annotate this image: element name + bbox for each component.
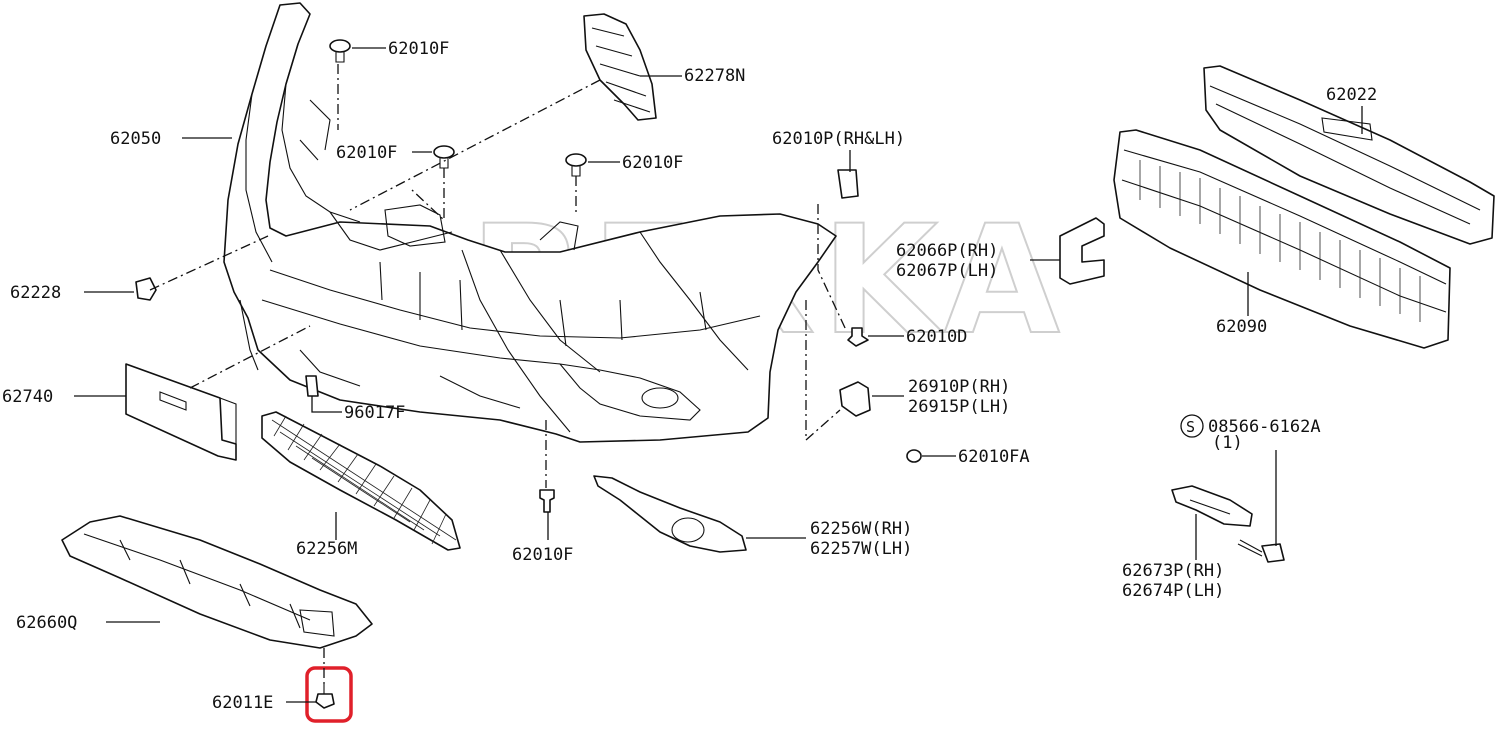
fog-lamp-trim-62256W[interactable] xyxy=(593,475,747,553)
label-62010F: 62010F xyxy=(336,143,397,163)
guide-line xyxy=(817,204,847,331)
label-62010D: 62010D xyxy=(906,327,967,347)
label-62740: 62740 xyxy=(2,387,53,407)
label-62050: 62050 xyxy=(110,129,161,149)
screw-62010D[interactable] xyxy=(847,327,869,347)
label-quantity: (1) xyxy=(1212,433,1243,453)
label-62278N: 62278N xyxy=(684,66,745,86)
guide-line xyxy=(189,325,311,389)
guide-line xyxy=(805,300,841,442)
label-62010F: 62010F xyxy=(388,39,449,59)
guide-line xyxy=(411,168,445,222)
side-bracket-62673P[interactable] xyxy=(1171,485,1253,527)
label-26910P: 26910P(RH) xyxy=(908,377,1010,397)
label-96017F: 96017F xyxy=(344,403,405,423)
label-62010F: 62010F xyxy=(622,153,683,173)
label-62674P: 62674P(LH) xyxy=(1122,581,1224,601)
label-62010P: 62010P(RH&LH) xyxy=(772,129,905,149)
service-symbol-icon xyxy=(1180,414,1204,438)
upper-grille-62278N[interactable] xyxy=(583,13,657,121)
label-62022: 62022 xyxy=(1326,85,1377,105)
clip-62228[interactable] xyxy=(135,277,157,301)
clip-96017F[interactable] xyxy=(305,375,319,397)
bolt-08566-6162A[interactable] xyxy=(1237,539,1285,563)
label-62067P: 62067P(LH) xyxy=(896,261,998,281)
clip-62010F-top[interactable] xyxy=(329,39,351,63)
label-62256W: 62256W(RH) xyxy=(810,519,912,539)
label-62257W: 62257W(LH) xyxy=(810,539,912,559)
side-bracket-62066P[interactable] xyxy=(1059,217,1105,285)
label-62010F: 62010F xyxy=(512,545,573,565)
bumper-fascia-62050[interactable] xyxy=(223,2,837,443)
license-bracket-62740[interactable] xyxy=(125,363,237,461)
label-62660Q: 62660Q xyxy=(16,613,77,633)
label-62256M: 62256M xyxy=(296,539,357,559)
label-62010FA: 62010FA xyxy=(958,447,1030,467)
label-62011E: 62011E xyxy=(212,693,273,713)
bumper-reinforcement-62022[interactable] xyxy=(1203,65,1495,245)
label-62090: 62090 xyxy=(1216,317,1267,337)
service-symbol-letter: S xyxy=(1186,418,1195,436)
label-08566-6162A: 08566-6162A xyxy=(1208,417,1321,437)
undercover-62660Q[interactable] xyxy=(61,515,373,649)
label-26915P: 26915P(LH) xyxy=(908,397,1010,417)
guide-line xyxy=(349,79,601,211)
label-62066P: 62066P(RH) xyxy=(896,241,998,261)
leader-line xyxy=(311,396,342,413)
clip-62010FA[interactable] xyxy=(906,449,922,463)
label-62673P: 62673P(RH) xyxy=(1122,561,1224,581)
clip-62010F-bottom[interactable] xyxy=(539,489,555,513)
clip-62010F-right[interactable] xyxy=(565,153,587,177)
energy-absorber-62090[interactable] xyxy=(1113,129,1451,349)
clip-62011E[interactable] xyxy=(315,684,335,709)
label-62228: 62228 xyxy=(10,283,61,303)
highlight-box xyxy=(305,666,353,723)
connector-26910P[interactable] xyxy=(839,381,871,417)
lower-grille-62256M[interactable] xyxy=(261,411,461,551)
clip-62010P[interactable] xyxy=(837,169,859,199)
guide-line xyxy=(149,235,269,291)
